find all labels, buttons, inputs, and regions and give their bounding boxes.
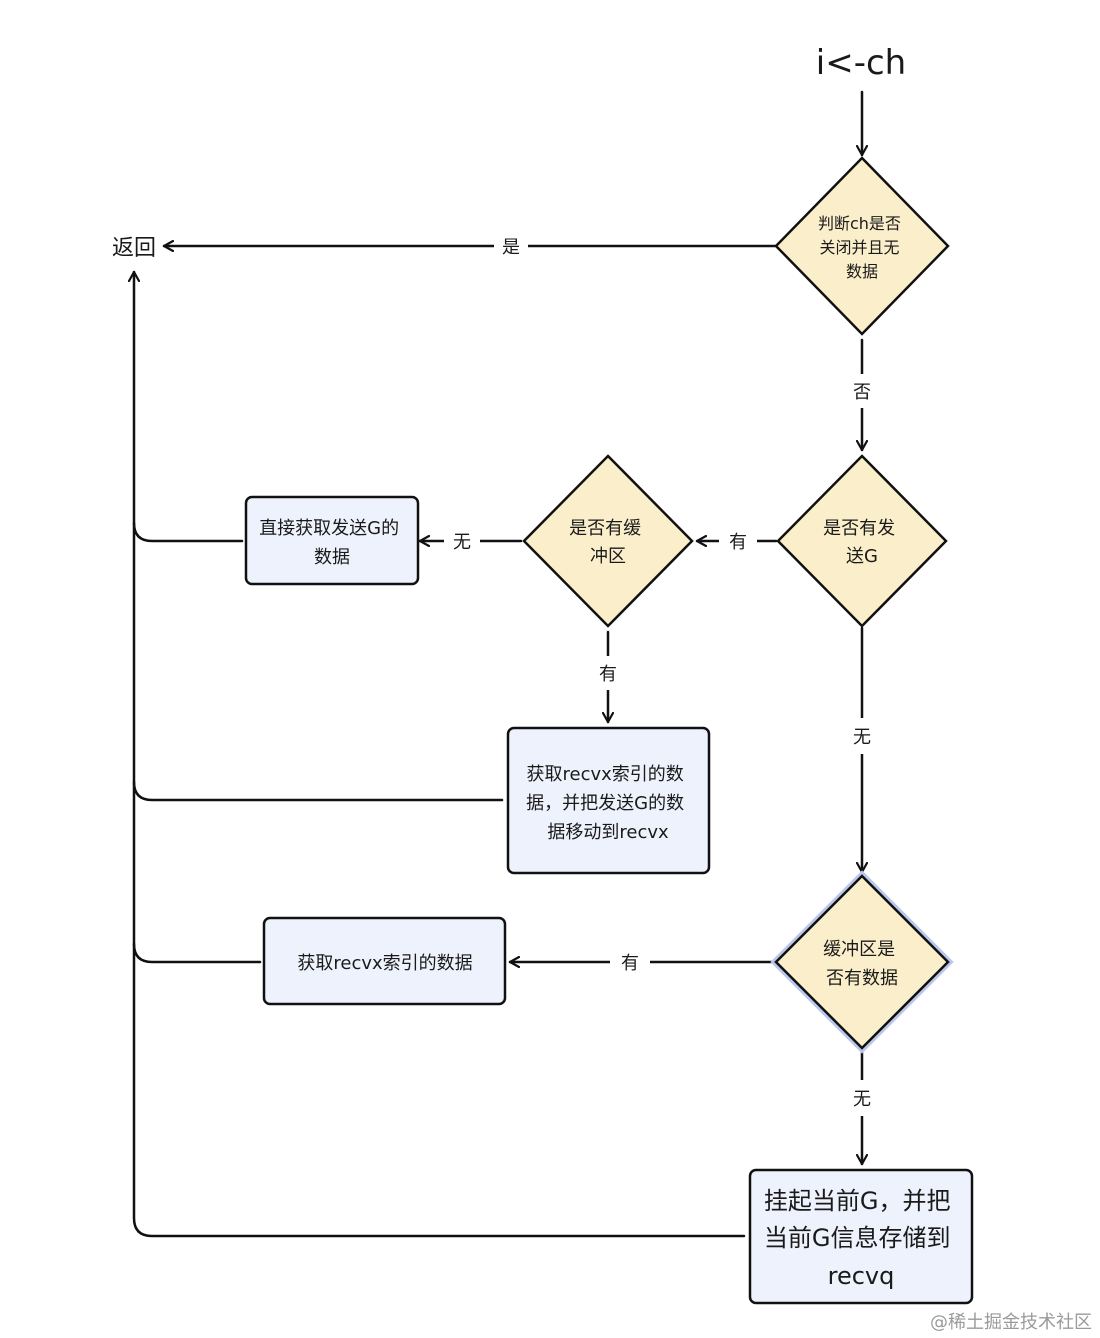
svg-text:缓冲区是 否有数据: 缓冲区是 否有数据 (823, 939, 901, 989)
decision-buffer-has-data: 缓冲区是 否有数据 (770, 870, 954, 1054)
edge-label-sender-no: 无 (853, 727, 871, 748)
edge-label-buffer-no: 无 (453, 532, 471, 553)
node-text-line: 冲区 (590, 546, 626, 567)
node-text-line: 获取recvx索引的数 (526, 764, 683, 785)
edge-label-data-yes: 有 (621, 953, 639, 974)
edge-label-buffer-yes: 有 (599, 664, 617, 685)
node-text-line: 是否有缓 (569, 518, 641, 539)
edge-labels: 是 否 有 无 有 无 有 无 (444, 232, 876, 1116)
edge-direct-get-return (132, 521, 244, 543)
process-recv-and-move: 获取recvx索引的数 据，并把发送G的数 据移动到recvx (506, 726, 711, 875)
node-text-line: 关闭并且无 (819, 238, 899, 257)
process-park: 挂起当前G，并把 当前G信息存储到 recvq (748, 1168, 974, 1305)
edge-recv-move-return (132, 780, 504, 802)
node-text-line: 否有数据 (826, 968, 898, 989)
start-label: i<-ch (816, 43, 906, 83)
svg-text:挂起当前G，并把 当前G信息存储到: 挂起当前G，并把 当前G信息存储到 recvq (764, 1187, 958, 1290)
node-text-line: 获取recvx索引的数据 (297, 953, 472, 974)
svg-text:判断ch是否 关闭并且无 数据: 判断ch是否 关闭并且无 数据 (818, 214, 906, 281)
edge-label-closed-yes: 是 (502, 237, 520, 258)
node-text-line: 当前G信息存储到 (764, 1224, 951, 1252)
node-text-line: 送G (846, 546, 878, 567)
node-text-line: 数据 (314, 547, 350, 568)
node-text-line: 缓冲区是 (823, 939, 895, 960)
watermark: @稀土掘金技术社区 (930, 1312, 1092, 1333)
return-label: 返回 (112, 236, 156, 261)
process-get-recvx: 获取recvx索引的数据 (262, 916, 507, 1006)
node-text-line: 直接获取发送G的 (259, 518, 399, 539)
node-text-line: 据移动到recvx (547, 822, 669, 843)
svg-text:获取recvx索引的数 据，并把发送G的数: 获取recvx索引的数 据，并把发送G的数 据移动到recvx (526, 764, 690, 843)
edge-label-sender-yes: 有 (729, 532, 747, 553)
edge-get-recvx-return (132, 942, 262, 964)
node-text-line: 是否有发 (823, 518, 895, 539)
edge-label-data-no: 无 (853, 1089, 871, 1110)
decision-has-sender: 是否有发 送G (776, 454, 948, 628)
node-text-line: 挂起当前G，并把 (764, 1187, 951, 1215)
svg-text:是否有发 送G: 是否有发 送G (823, 518, 901, 567)
decision-has-buffer: 是否有缓 冲区 (522, 454, 694, 628)
node-text-line: 数据 (846, 262, 878, 281)
edges (132, 90, 862, 1238)
node-text-line: recvq (828, 1262, 895, 1290)
decision-check-closed: 判断ch是否 关闭并且无 数据 (774, 156, 950, 336)
edge-return-spine (134, 270, 746, 1238)
edge-label-closed-no: 否 (853, 382, 871, 403)
process-direct-get: 直接获取发送G的 数据 (244, 495, 420, 586)
node-text-line: 判断ch是否 (818, 214, 901, 233)
svg-text:是否有缓 冲区: 是否有缓 冲区 (569, 518, 647, 567)
node-text-line: 据，并把发送G的数 (526, 793, 684, 814)
svg-text:直接获取发送G的 数据: 直接获取发送G的 数据 (259, 518, 405, 568)
